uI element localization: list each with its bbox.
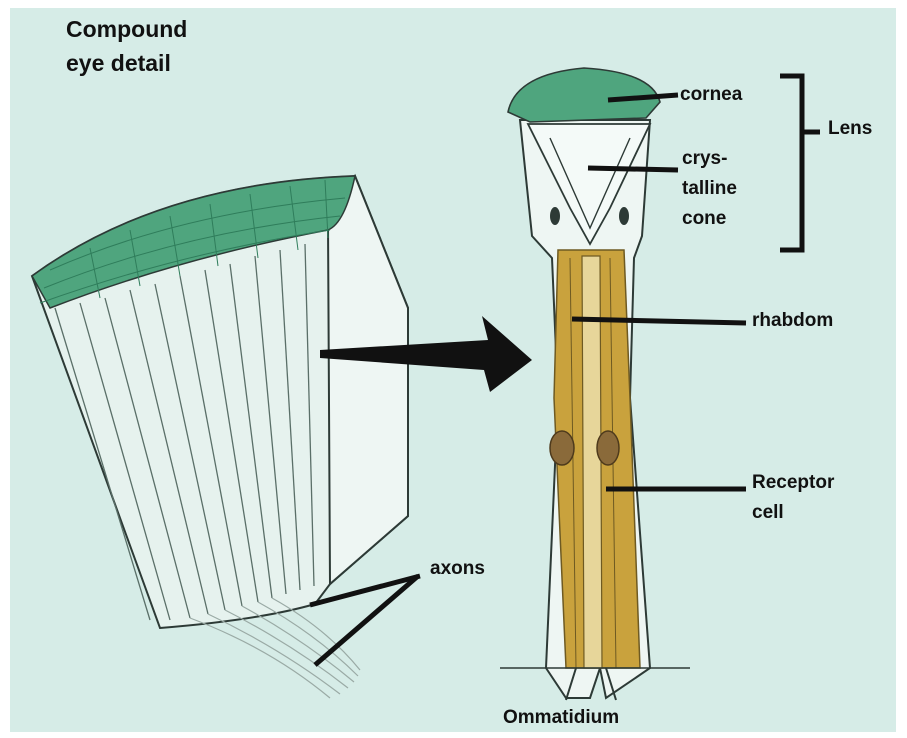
receptor-nucleus-left: [550, 431, 574, 465]
rhabdom-label: rhabdom: [752, 308, 833, 334]
cone-label-line-2: talline: [682, 176, 737, 202]
cornea-shape: [508, 68, 660, 122]
cone-label-line-1: crys-: [682, 146, 727, 172]
lens-label: Lens: [828, 116, 872, 142]
cone-leader: [588, 168, 678, 170]
receptor-label-line-2: cell: [752, 500, 784, 526]
diagram-panel: Compound eye detail cornea crys- talline…: [10, 8, 896, 732]
ommatidium-label: Ommatidium: [503, 705, 619, 731]
eye-block-cut-face: [328, 176, 408, 584]
compound-eye-diagram: [10, 8, 896, 732]
axons-label: axons: [430, 556, 485, 582]
title-line-1: Compound: [66, 12, 187, 46]
cone-cell-nucleus-left: [550, 207, 560, 225]
ommatidium: [500, 68, 690, 700]
lens-bracket: [780, 76, 820, 250]
title-line-2: eye detail: [66, 46, 187, 80]
cornea-label: cornea: [680, 82, 742, 108]
cone-label-line-3: cone: [682, 206, 726, 232]
compound-eye-block: [32, 176, 408, 698]
cone-cell-nucleus-right: [619, 207, 629, 225]
receptor-nucleus-right: [597, 431, 619, 465]
diagram-title: Compound eye detail: [66, 12, 187, 80]
receptor-label-line-1: Receptor: [752, 470, 834, 496]
